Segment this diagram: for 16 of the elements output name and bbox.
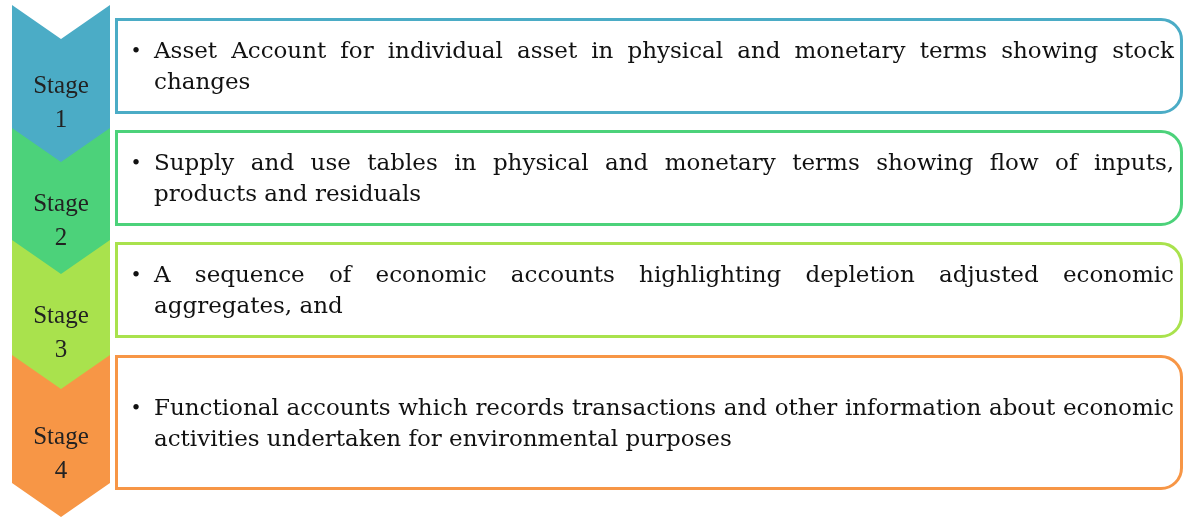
bullet-text: Functional accounts which records transactions and other information about economic activities undertaken for environmental purposes [154, 392, 1174, 453]
bullet: • [132, 393, 142, 422]
text-box [115, 355, 1183, 490]
text-box [115, 18, 1183, 114]
text-box [115, 242, 1183, 338]
bullet-text: Supply and use tables in physical and monetary terms showing flow of inputs, products and residuals [154, 148, 1174, 208]
bullet: • [132, 149, 142, 177]
stage-label: Stage 4 [32, 421, 90, 485]
bullet: • [132, 37, 142, 65]
bullet-text: Asset Account for individual asset in physical and monetary terms showing stock changes [154, 36, 1174, 96]
text-box [115, 130, 1183, 226]
bullet-text: A sequence of economic accounts highlighting depletion adjusted economic aggregates, and [154, 260, 1174, 320]
bullet: • [132, 261, 142, 289]
stage-label: Stage 3 [32, 300, 90, 364]
stage-label: Stage 1 [32, 70, 90, 134]
stage-label: Stage 2 [32, 188, 90, 252]
